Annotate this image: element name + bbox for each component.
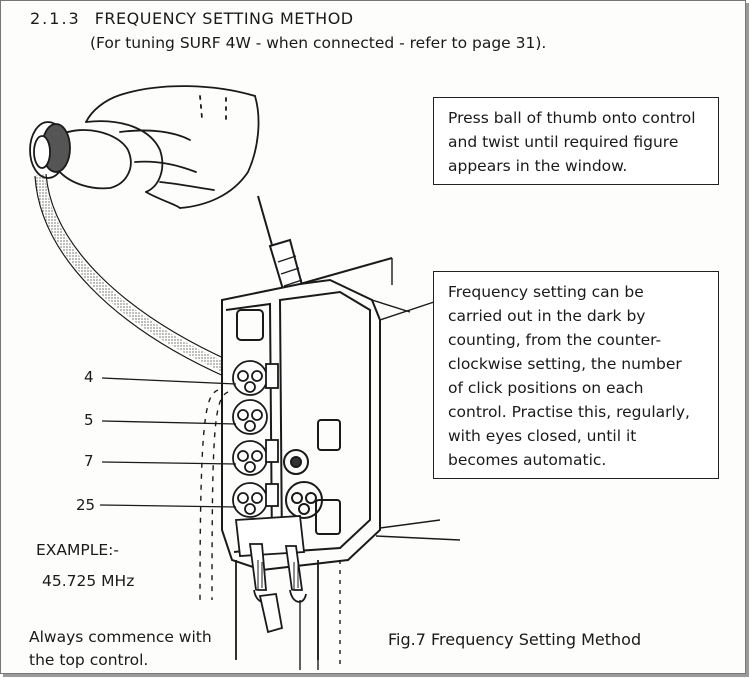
example-label: EXAMPLE:- <box>36 541 119 559</box>
control-label-7: 7 <box>84 452 94 470</box>
section-title: FREQUENCY SETTING METHOD <box>94 9 354 28</box>
example-frequency: 45.725 MHz <box>42 572 135 590</box>
callout-line: with eyes closed, until it <box>448 427 637 445</box>
control-knob-25 <box>232 482 268 518</box>
callout-line: counting, from the counter- <box>448 331 662 349</box>
callout-line: clockwise setting, the number <box>448 355 682 373</box>
section-heading: 2.1.3 FREQUENCY SETTING METHOD <box>30 9 354 28</box>
control-label-25: 25 <box>76 496 96 514</box>
callout-line: appears in the window. <box>448 157 628 175</box>
control-knob-7 <box>232 440 268 476</box>
callout-line: Press ball of thumb onto control <box>448 109 696 127</box>
section-subtitle: (For tuning SURF 4W - when connected - r… <box>90 34 547 52</box>
callout-line: carried out in the dark by <box>448 307 646 325</box>
callout-dark-setting: Frequency setting can be carried out in … <box>433 271 719 479</box>
leader-lines <box>99 377 237 508</box>
motion-arc <box>35 174 233 375</box>
note-line: Always commence with <box>29 628 212 646</box>
control-knob-5 <box>232 399 268 435</box>
callout-line: of click positions on each <box>448 379 644 397</box>
dashed-contours <box>199 389 229 601</box>
control-label-5: 5 <box>84 411 94 429</box>
control-knob-4 <box>232 360 268 396</box>
figure-caption: Fig.7 Frequency Setting Method <box>388 630 642 649</box>
callout-line: becomes automatic. <box>448 451 607 469</box>
control-label-4: 4 <box>84 368 94 386</box>
knob-drawing <box>29 121 71 179</box>
callout-thumb-instruction: Press ball of thumb onto control and twi… <box>433 97 719 185</box>
callout-line: Frequency setting can be <box>448 283 644 301</box>
latch-drawing <box>235 515 319 660</box>
section-number: 2.1.3 <box>30 9 81 28</box>
hand-drawing <box>57 85 260 209</box>
callout-line: control. Practise this, regularly, <box>448 403 690 421</box>
callout-line: and twist until required figure <box>448 133 679 151</box>
chassis-lines <box>299 560 341 670</box>
control-knobs <box>232 360 279 518</box>
note-line: the top control. <box>29 651 149 669</box>
commence-note: Always commence with the top control. <box>29 626 259 672</box>
